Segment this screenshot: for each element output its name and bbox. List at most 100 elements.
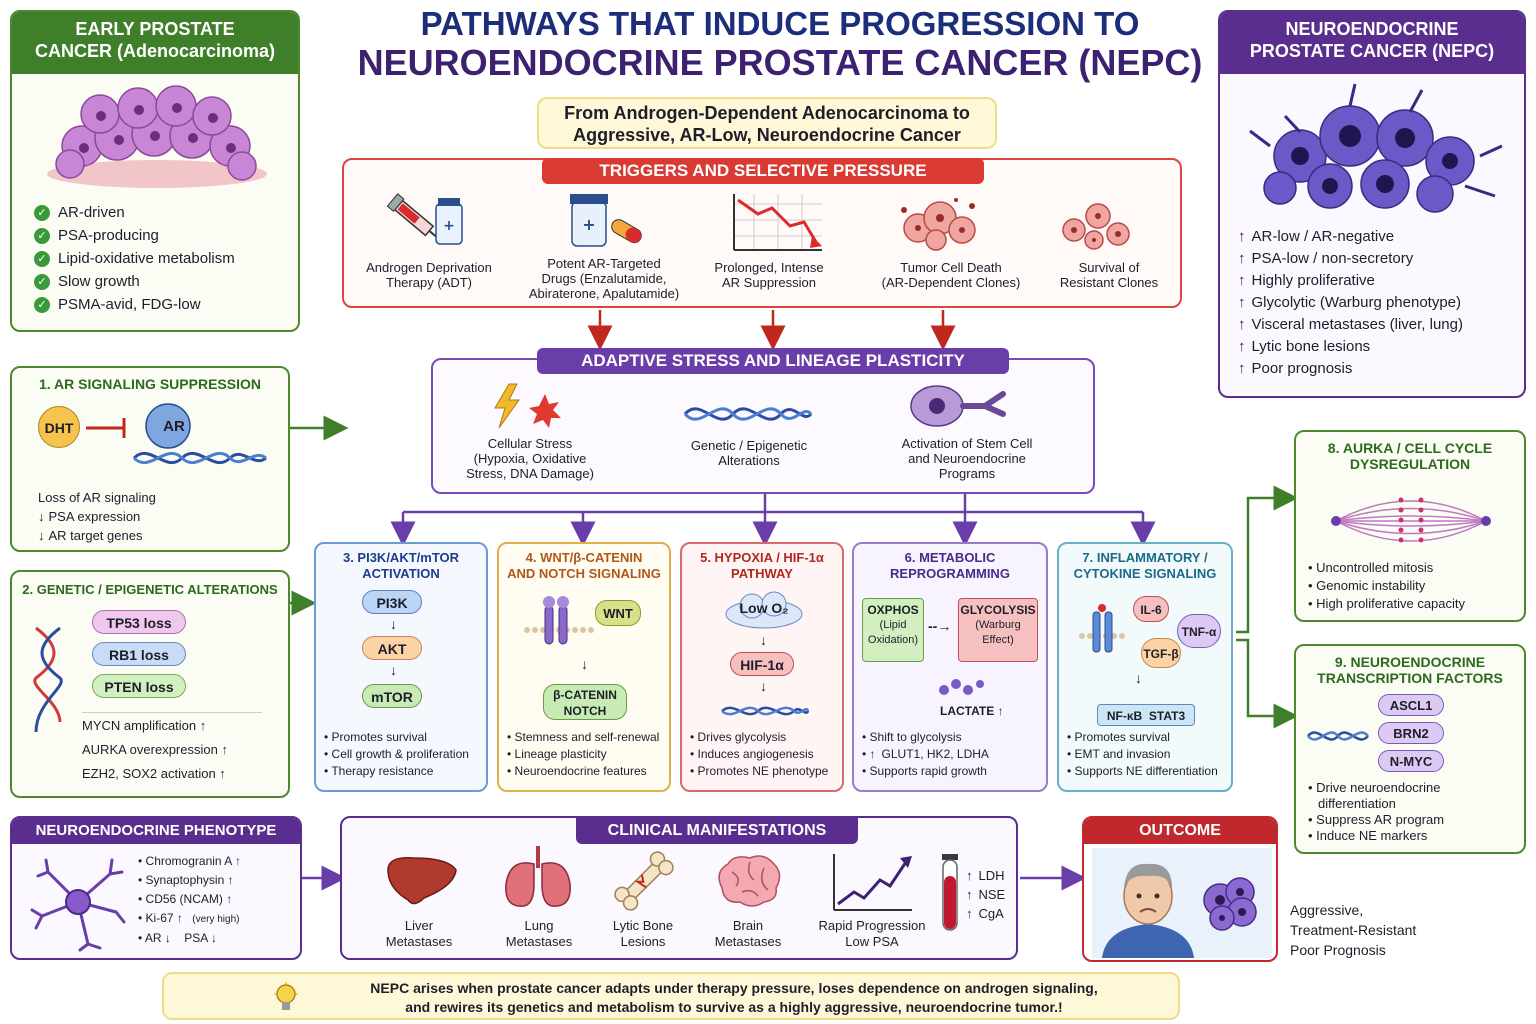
akt-node: AKT xyxy=(362,636,422,660)
ar-suppression-title: 1. AR SIGNALING SUPPRESSION xyxy=(39,376,261,392)
ascl1-pill: ASCL1 xyxy=(1378,694,1444,716)
subtitle-line-2: Aggressive, AR-Low, Neuroendocrine Cance… xyxy=(573,125,961,145)
trigger-line: Resistant Clones xyxy=(1059,275,1159,290)
ne-tf-bullet-text: Suppress AR program xyxy=(1316,812,1445,827)
nepc-header: NEUROENDOCRINE PROSTATE CANCER (NEPC) xyxy=(1220,12,1524,74)
arrow-up-icon: ↑ xyxy=(234,854,241,868)
early-feature: ✓PSMA-avid, FDG-low xyxy=(34,296,235,313)
outcome-text: Aggressive, Treatment-Resistant Poor Pro… xyxy=(1290,900,1416,960)
pathway-bullet: Supports rapid growth xyxy=(862,764,989,778)
clinical-line: Lytic Bone xyxy=(612,918,674,933)
clinical-line: Brain xyxy=(732,918,764,933)
adenocarcinoma-cells-icon xyxy=(47,85,267,188)
resistant-clones-icon xyxy=(1062,203,1130,250)
declining-chart-icon xyxy=(733,194,822,251)
arrow-down-icon: ↓ xyxy=(210,931,217,945)
nepc-feature-label: Highly proliferative xyxy=(1251,272,1375,289)
pathway-bullet: Therapy resistance xyxy=(324,764,469,778)
nepc-header-line-1: NEUROENDOCRINE xyxy=(1285,19,1459,39)
title-line-2: NEUROENDOCRINE PROSTATE CANCER (NEPC) xyxy=(357,41,1203,83)
genetic-alt-list: MYCN amplification ↑ AURKA overexpressio… xyxy=(82,714,234,786)
clinical-lung-label: Lung Metastases xyxy=(484,918,594,950)
outcome-panel: OUTCOME xyxy=(1082,816,1278,962)
ne-tf-title-line: TRANSCRIPTION FACTORS xyxy=(1317,670,1503,686)
clinical-line: Metastases xyxy=(385,934,453,949)
subtitle-box: From Androgen-Dependent Adenocarcinoma t… xyxy=(537,97,997,149)
stem-cell-icon xyxy=(910,385,1006,427)
pathway-title-line: AND NOTCH SIGNALING xyxy=(507,566,661,581)
ne-tf-panel: 9. NEUROENDOCRINE TRANSCRIPTION FACTORS … xyxy=(1294,644,1526,854)
early-cancer-header: EARLY PROSTATE CANCER (Adenocarcinoma) xyxy=(12,12,298,74)
aurka-title: 8. AURKA / CELL CYCLE DYSREGULATION xyxy=(1296,440,1524,472)
outcome-line: Poor Prognosis xyxy=(1290,942,1386,958)
pathway-bullet: ↑GLUT1, HK2, LDHA xyxy=(862,747,989,761)
footer-summary: NEPC arises when prostate cancer adapts … xyxy=(162,972,1180,1020)
genetic-alt-item: AURKA overexpression ↑ xyxy=(82,738,234,762)
rb1-pill: RB1 loss xyxy=(92,642,186,666)
ar-suppression-item: ↓PSA expression xyxy=(38,507,156,526)
footer-text: NEPC arises when prostate cancer adapts … xyxy=(304,979,1164,1017)
early-feature-label: PSMA-avid, FDG-low xyxy=(58,296,201,313)
dna-strand-icon xyxy=(33,626,63,733)
dna-helix-icon xyxy=(1307,731,1369,741)
ne-tf-bullet-text: Induce NE markers xyxy=(1316,828,1428,843)
genetic-alterations-title: 2. GENETIC / EPIGENETIC ALTERATIONS xyxy=(22,582,278,597)
ar-suppression-item: ↓AR target genes xyxy=(38,526,156,545)
node-line: STAT3 xyxy=(1148,709,1186,723)
nmyc-pill: N-MYC xyxy=(1378,750,1444,772)
adaptive-line: Genetic / Epigenetic xyxy=(690,438,808,453)
receptor-membrane-icon xyxy=(524,596,594,645)
nepc-feature: ↑AR-low / AR-negative xyxy=(1238,228,1463,245)
lightbulb-icon xyxy=(274,982,298,1010)
footer-line: NEPC arises when prostate cancer adapts … xyxy=(370,980,1098,996)
pathway-title-line: ACTIVATION xyxy=(362,566,440,581)
subtitle-line-1: From Androgen-Dependent Adenocarcinoma t… xyxy=(564,103,970,123)
pathway-bullet: Promotes survival xyxy=(1067,730,1218,744)
pathway-bullet: Stemness and self-renewal xyxy=(507,730,660,744)
ar-node: AR xyxy=(163,418,185,435)
node-line: NOTCH xyxy=(563,704,607,718)
arrow-down-icon: ↓ xyxy=(390,616,397,632)
trigger-line: Therapy (ADT) xyxy=(386,275,472,290)
nepc-feature-label: Poor prognosis xyxy=(1251,360,1353,377)
clinical-liver-label: Liver Metastases xyxy=(364,918,474,950)
node-line: Effect) xyxy=(982,634,1014,646)
pathway-bullet: Induces angiogenesis xyxy=(690,747,828,761)
brn2-pill: BRN2 xyxy=(1378,722,1444,744)
arrow-up-icon: ↑ xyxy=(1238,250,1246,267)
pathway-bullet: Neuroendocrine features xyxy=(507,764,659,778)
arrow-up-icon: ↑ xyxy=(226,892,233,906)
node-line: (Warburg xyxy=(975,619,1021,631)
neuron-icon xyxy=(30,858,126,952)
stress-lightning-icon xyxy=(494,383,561,429)
pathway-title-line: REPROGRAMMING xyxy=(890,566,1010,581)
node-line: (Lipid xyxy=(879,619,907,631)
outcome-header: OUTCOME xyxy=(1084,818,1276,844)
trigger-line: Tumor Cell Death xyxy=(900,260,1002,275)
nepc-feature: ↑Poor prognosis xyxy=(1238,360,1463,377)
genetic-alt-label: AURKA overexpression xyxy=(82,742,218,757)
trigger-ar-suppression-label: Prolonged, Intense AR Suppression xyxy=(694,260,844,290)
pi3k-node: PI3K xyxy=(362,590,422,614)
trigger-cell-death-label: Tumor Cell Death (AR-Dependent Clones) xyxy=(866,260,1036,290)
arrow-up-icon: ↑ xyxy=(966,887,973,902)
serum-marker: ↑NSE xyxy=(966,885,1005,904)
ar-item-label: AR target genes xyxy=(48,528,143,543)
serum-marker-label: LDH xyxy=(978,868,1005,883)
adaptive-line: Programs xyxy=(938,466,996,481)
adaptive-stem-label: Activation of Stem Cell and Neuroendocri… xyxy=(879,436,1055,481)
pathway-metabolic-panel: 6. METABOLIC REPROGRAMMING OXPHOS (Lipid… xyxy=(852,542,1048,792)
il6-node: IL-6 xyxy=(1133,596,1169,622)
footer-line: and rewires its genetics and metabolism … xyxy=(405,999,1063,1015)
ne-tf-bullet-text: differentiation xyxy=(1318,796,1396,811)
arrow-up-icon: ↑ xyxy=(1238,228,1246,245)
ne-marker-label: Ki-67 xyxy=(145,911,174,925)
arrow-up-icon: ↑ xyxy=(221,742,228,757)
nepc-feature-label: PSA-low / non-secretory xyxy=(1251,250,1414,267)
pathway-title-line: 4. WNT/β-CATENIN xyxy=(525,550,643,565)
trigger-adt-label: Androgen Deprivation Therapy (ADT) xyxy=(354,260,504,290)
cytokine-receptor-icon xyxy=(1079,604,1125,653)
arrow-down-icon: ↓ xyxy=(760,632,767,648)
nepc-feature: ↑ PSA-low / non-secretory xyxy=(1238,250,1463,267)
nepc-feature-label: Visceral metastases (liver, lung) xyxy=(1251,316,1463,333)
